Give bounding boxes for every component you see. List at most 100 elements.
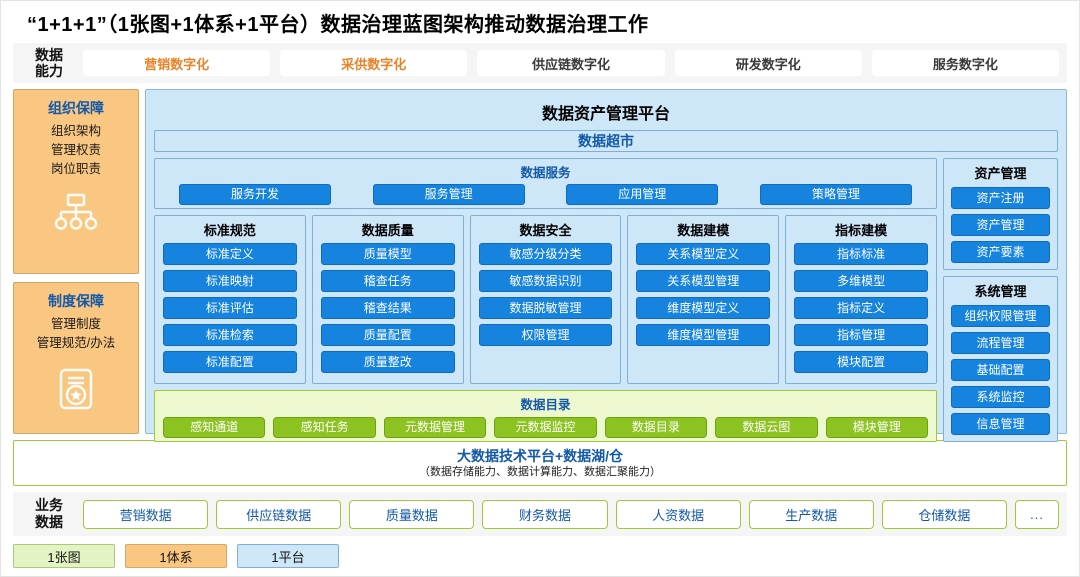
asset-item-register[interactable]: 资产注册 [951, 187, 1050, 209]
capability-label-line2: 能力 [35, 63, 63, 79]
business-item-marketing[interactable]: 营销数据 [83, 499, 209, 529]
column-standard-spec: 标准规范 标准定义 标准映射 标准评估 标准检索 标准配置 [154, 215, 306, 384]
box-asset-management: 资产管理 资产注册 资产管理 资产要素 [943, 158, 1058, 270]
data-asset-platform: 数据资产管理平台 数据超市 数据服务 服务开发 服务管理 应用管理 策略管理 [145, 89, 1067, 442]
box-title-asset-management: 资产管理 [974, 166, 1027, 181]
standard-item-search[interactable]: 标准检索 [163, 324, 297, 346]
system-item-info-manage[interactable]: 信息管理 [951, 413, 1050, 435]
catalog-item-sense-channel[interactable]: 感知通道 [163, 417, 266, 438]
modeling-item-dimension-define[interactable]: 维度模型定义 [636, 297, 771, 319]
capability-item-marketing[interactable]: 营销数字化 [83, 50, 271, 76]
business-data-row: 业务 数据 营销数据 供应链数据 质量数据 财务数据 人资数据 生产数据 仓储数… [13, 492, 1067, 536]
metric-item-define[interactable]: 指标定义 [794, 297, 928, 319]
column-data-modeling: 数据建模 关系模型定义 关系模型管理 维度模型定义 维度模型管理 [627, 215, 780, 384]
data-catalog-items: 感知通道 感知任务 元数据管理 元数据监控 数据目录 数据云图 模块管理 [163, 417, 928, 438]
column-title-standard: 标准规范 [203, 223, 256, 238]
middle-area: 组织保障 组织架构 管理权责 岗位职责 [13, 89, 1067, 442]
security-item-classification[interactable]: 敏感分级分类 [478, 243, 613, 265]
data-capability-label: 数据 能力 [21, 47, 77, 79]
system-item-workflow[interactable]: 流程管理 [951, 332, 1050, 354]
legend-item-one-map: 1张图 [13, 544, 115, 568]
standard-item-config[interactable]: 标准配置 [163, 351, 297, 373]
platform-main-column: 数据服务 服务开发 服务管理 应用管理 策略管理 标准规范 [154, 158, 937, 442]
box-items-system-management: 组织权限管理 流程管理 基础配置 系统监控 信息管理 [951, 305, 1050, 435]
modeling-item-relation-manage[interactable]: 关系模型管理 [636, 270, 771, 292]
catalog-item-catalog[interactable]: 数据目录 [604, 417, 708, 438]
column-title-quality: 数据质量 [361, 223, 414, 238]
column-data-quality: 数据质量 质量模型 稽查任务 稽查结果 质量配置 质量整改 [311, 215, 464, 384]
box-title-system-management: 系统管理 [974, 284, 1027, 299]
standard-item-mapping[interactable]: 标准映射 [163, 270, 297, 292]
card-policy-guarantee[interactable]: 制度保障 管理制度 管理规范/办法 [13, 282, 139, 434]
business-item-production[interactable]: 生产数据 [748, 499, 874, 529]
quality-item-audit-result[interactable]: 稽查结果 [320, 297, 455, 319]
card-organization-guarantee[interactable]: 组织保障 组织架构 管理权责 岗位职责 [13, 89, 139, 274]
business-data-items: 营销数据 供应链数据 质量数据 财务数据 人资数据 生产数据 仓储数据 ... [77, 499, 1059, 529]
data-catalog-box: 数据目录 感知通道 感知任务 元数据管理 元数据监控 数据目录 数据云图 模块管… [154, 390, 937, 442]
legend: 1张图 1体系 1平台 [13, 544, 1067, 568]
platform-body: 数据服务 服务开发 服务管理 应用管理 策略管理 标准规范 [154, 158, 1058, 442]
catalog-item-cloud-map[interactable]: 数据云图 [715, 417, 818, 438]
column-items-standard: 标准定义 标准映射 标准评估 标准检索 标准配置 [163, 243, 297, 373]
quality-item-audit-task[interactable]: 稽查任务 [320, 270, 455, 292]
catalog-item-metadata-manage[interactable]: 元数据管理 [383, 417, 487, 438]
data-service-items: 服务开发 服务管理 应用管理 策略管理 [165, 184, 926, 205]
quality-item-config[interactable]: 质量配置 [320, 324, 455, 346]
data-catalog-title: 数据目录 [520, 398, 571, 412]
column-items-security: 敏感分级分类 敏感数据识别 数据脱敏管理 权限管理 [478, 243, 613, 346]
catalog-item-sense-task[interactable]: 感知任务 [273, 417, 376, 438]
modeling-item-relation-define[interactable]: 关系模型定义 [636, 243, 771, 265]
capability-label-line1: 数据 [35, 47, 63, 63]
business-item-more[interactable]: ... [1014, 499, 1059, 529]
catalog-item-metadata-monitor[interactable]: 元数据监控 [494, 417, 597, 438]
system-item-monitor[interactable]: 系统监控 [951, 386, 1050, 408]
column-items-metric: 指标标准 多维模型 指标定义 指标管理 模块配置 [794, 243, 928, 373]
column-items-modeling: 关系模型定义 关系模型管理 维度模型定义 维度模型管理 [636, 243, 771, 346]
capability-item-procurement[interactable]: 采供数字化 [280, 50, 468, 76]
column-title-security: 数据安全 [519, 223, 572, 238]
data-service-box: 数据服务 服务开发 服务管理 应用管理 策略管理 [154, 158, 937, 209]
capability-item-rnd[interactable]: 研发数字化 [674, 50, 862, 76]
security-item-identification[interactable]: 敏感数据识别 [478, 270, 613, 292]
bigdata-platform-bar: 大数据技术平台+数据湖/仓 （数据存储能力、数据计算能力、数据汇聚能力） [13, 440, 1067, 486]
service-item-application[interactable]: 应用管理 [566, 184, 719, 205]
org-chart-icon [53, 193, 99, 238]
policy-document-icon [56, 367, 96, 418]
asset-item-element[interactable]: 资产要素 [951, 241, 1050, 263]
policy-item-standards: 管理规范/办法 [36, 336, 116, 350]
business-item-hr[interactable]: 人资数据 [615, 499, 741, 529]
title-bar: “1+1+1”（1张图+1体系+1平台）数据治理蓝图架构推动数据治理工作 [1, 1, 1079, 43]
platform-right-column: 资产管理 资产注册 资产管理 资产要素 系统管理 组织权限管理 流程管理 基础配… [943, 158, 1058, 442]
service-item-develop[interactable]: 服务开发 [179, 184, 331, 205]
card-title-organization: 组织保障 [48, 100, 104, 116]
service-item-manage[interactable]: 服务管理 [372, 184, 525, 205]
catalog-item-module-manage[interactable]: 模块管理 [825, 417, 928, 438]
data-market-bar[interactable]: 数据超市 [154, 130, 1058, 152]
quality-item-rectify[interactable]: 质量整改 [320, 351, 455, 373]
service-item-policy[interactable]: 策略管理 [759, 184, 912, 205]
system-item-org-permission[interactable]: 组织权限管理 [951, 305, 1050, 327]
capability-item-supply-chain[interactable]: 供应链数字化 [477, 50, 665, 76]
capability-item-service[interactable]: 服务数字化 [871, 50, 1060, 76]
metric-item-multidim[interactable]: 多维模型 [794, 270, 928, 292]
business-item-finance[interactable]: 财务数据 [482, 499, 608, 529]
box-system-management: 系统管理 组织权限管理 流程管理 基础配置 系统监控 信息管理 [943, 276, 1058, 442]
business-item-warehouse[interactable]: 仓储数据 [881, 499, 1007, 529]
legend-item-one-system: 1体系 [125, 544, 227, 568]
modeling-item-dimension-manage[interactable]: 维度模型管理 [636, 324, 771, 346]
metric-item-module-config[interactable]: 模块配置 [794, 351, 928, 373]
asset-item-manage[interactable]: 资产管理 [951, 214, 1050, 236]
standard-item-define[interactable]: 标准定义 [163, 243, 297, 265]
metric-item-manage[interactable]: 指标管理 [794, 324, 928, 346]
business-item-quality[interactable]: 质量数据 [349, 499, 475, 529]
business-item-supply-chain[interactable]: 供应链数据 [216, 499, 342, 529]
platform-title: 数据资产管理平台 [541, 106, 670, 123]
system-item-base-config[interactable]: 基础配置 [951, 359, 1050, 381]
quality-item-model[interactable]: 质量模型 [320, 243, 455, 265]
standard-item-assess[interactable]: 标准评估 [163, 297, 297, 319]
security-item-masking[interactable]: 数据脱敏管理 [478, 297, 613, 319]
data-service-title: 数据服务 [520, 166, 571, 180]
metric-item-standard[interactable]: 指标标准 [794, 243, 928, 265]
security-item-permission[interactable]: 权限管理 [478, 324, 613, 346]
